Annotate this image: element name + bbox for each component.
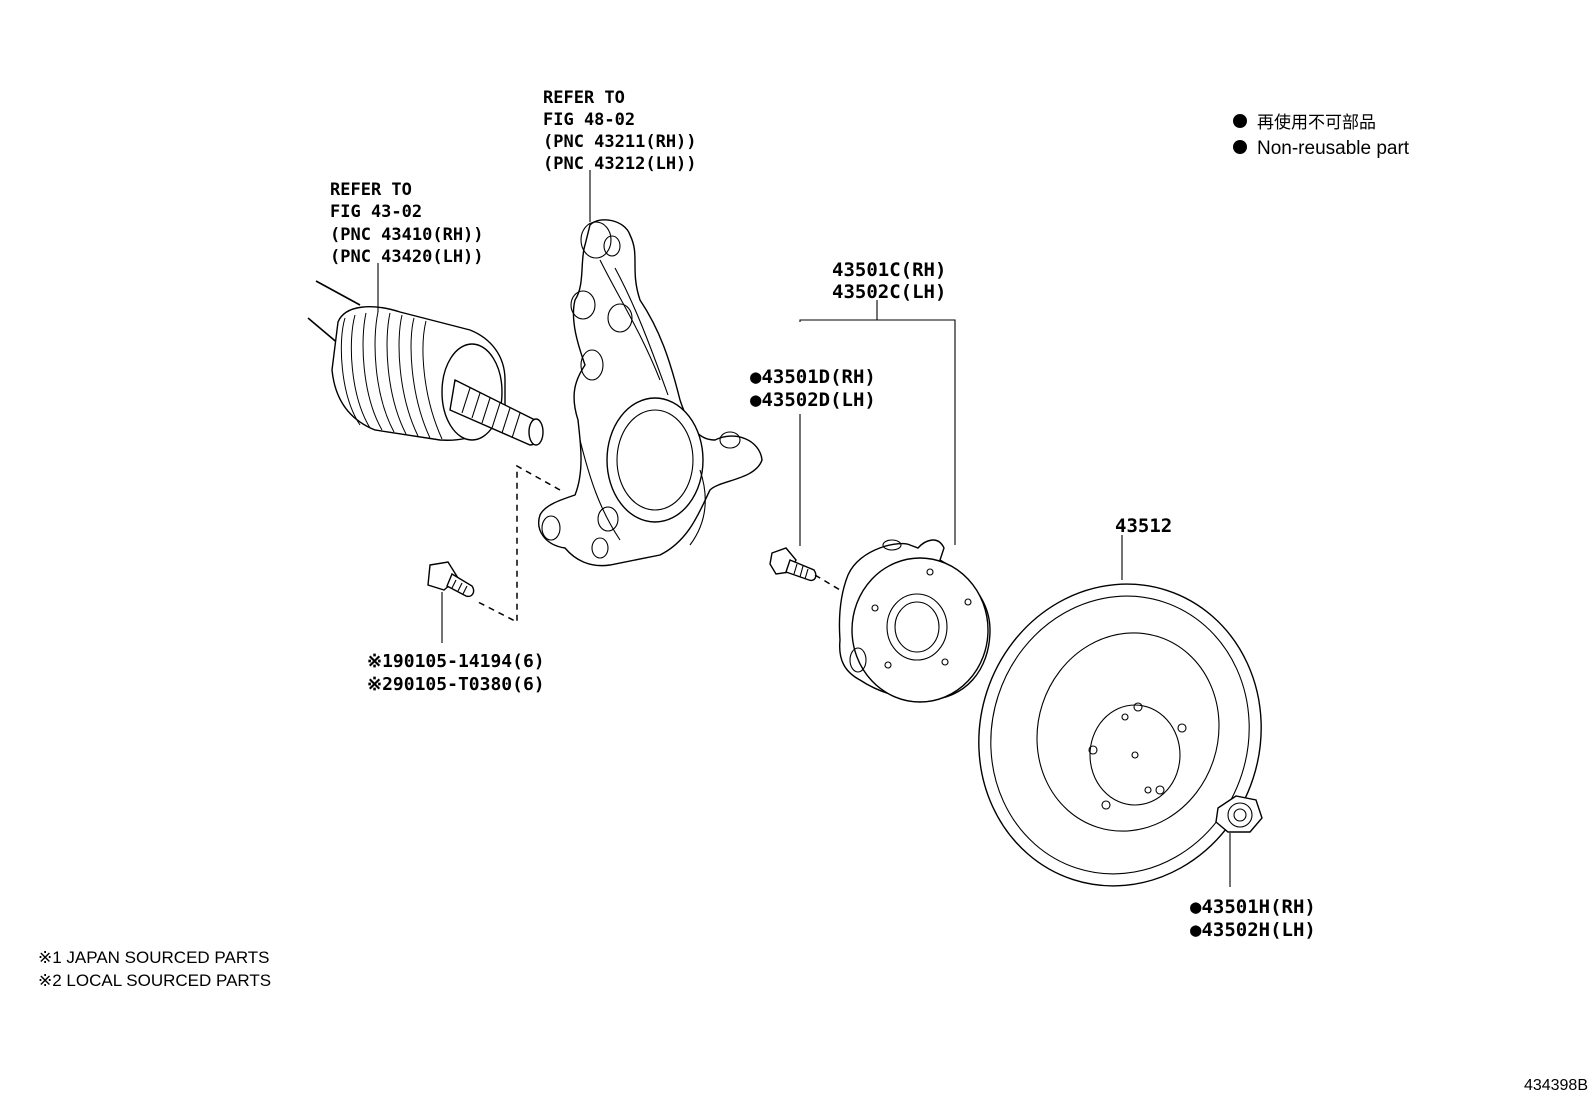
part-number-label: 43512 [1115, 515, 1172, 537]
part-number-label: ●43502D(LH) [750, 389, 876, 411]
part-number-label: ●43501D(RH) [750, 366, 876, 388]
non-reusable-dot-icon [1233, 114, 1247, 128]
figure-id: 434398B [1524, 1077, 1588, 1094]
callout-line: (PNC 43410(RH)) [330, 225, 484, 245]
lug-nut-drawing [1215, 795, 1263, 887]
legend-non-reusable-en: Non-reusable part [1257, 138, 1410, 159]
callout-line: FIG 43-02 [330, 202, 422, 222]
part-number-label: ●43501H(RH) [1190, 896, 1316, 918]
part-number-label: ●43502H(LH) [1190, 919, 1316, 941]
hub-bolt-drawing [769, 414, 861, 603]
drive-shaft-drawing [307, 263, 544, 446]
hub-assembly-drawing [799, 300, 991, 703]
non-reusable-dot-icon [1233, 140, 1247, 154]
callout-line: (PNC 43211(RH)) [543, 132, 697, 152]
knuckle-bolt-drawing [427, 464, 561, 643]
callout-line: FIG 48-02 [543, 110, 635, 130]
knuckle-drawing [538, 170, 763, 567]
callout-disc: 43512 [1115, 515, 1172, 537]
part-number-label: 43502C(LH) [832, 281, 946, 303]
callout-knuckle: REFER TO FIG 48-02 (PNC 43211(RH)) (PNC … [543, 88, 697, 174]
disc-rotor-drawing [978, 535, 1262, 887]
footnotes: ※1 JAPAN SOURCED PARTS ※2 LOCAL SOURCED … [38, 948, 271, 990]
callout-drive-shaft: REFER TO FIG 43-02 (PNC 43410(RH)) (PNC … [330, 180, 484, 267]
callout-hub-bolt: ●43501D(RH) ●43502D(LH) [750, 366, 876, 411]
callout-bolt: ※190105-14194(6) ※290105-T0380(6) [367, 651, 545, 695]
footnote: ※1 JAPAN SOURCED PARTS [38, 948, 270, 967]
callout-line: REFER TO [330, 180, 412, 200]
legend: 再使用不可部品 Non-reusable part [1233, 112, 1410, 159]
callout-nut: ●43501H(RH) ●43502H(LH) [1190, 896, 1316, 941]
callout-line: REFER TO [543, 88, 625, 108]
part-number-label: ※190105-14194(6) [367, 651, 545, 672]
callout-hub-assy: 43501C(RH) 43502C(LH) [832, 259, 946, 303]
part-number-label: 43501C(RH) [832, 259, 946, 281]
legend-non-reusable-jp: 再使用不可部品 [1257, 112, 1376, 132]
footnote: ※2 LOCAL SOURCED PARTS [38, 971, 271, 990]
part-number-label: ※290105-T0380(6) [367, 674, 545, 695]
callout-line: (PNC 43420(LH)) [330, 247, 484, 267]
callout-line: (PNC 43212(LH)) [543, 154, 697, 174]
